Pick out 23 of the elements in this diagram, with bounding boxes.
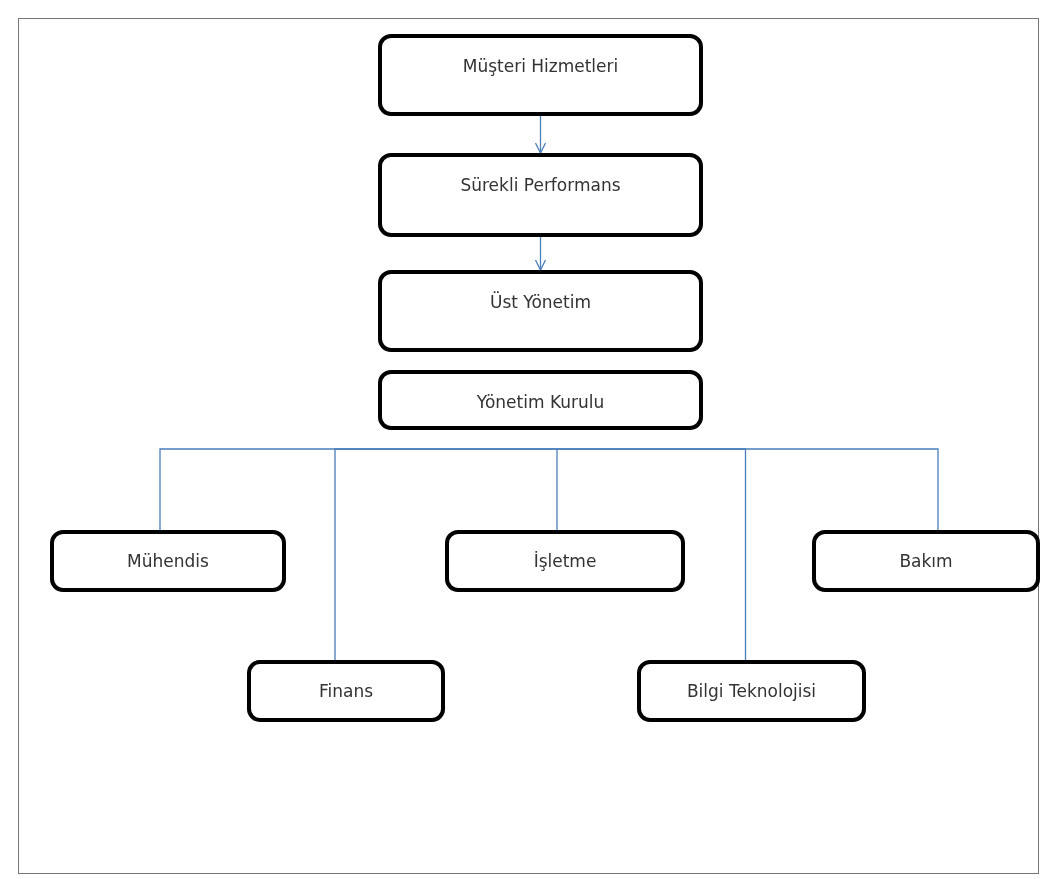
connector <box>534 115 547 154</box>
org-box <box>378 34 703 116</box>
box-label: Bilgi Teknolojisi <box>686 681 817 701</box>
org-box <box>50 530 286 592</box>
org-box <box>378 153 703 237</box>
org-box <box>378 370 703 430</box>
box-label: Yönetim Kurulu <box>476 392 605 412</box>
org-box <box>812 530 1040 592</box>
connector <box>334 448 558 661</box>
connector <box>556 448 558 531</box>
box-label: Bakım <box>899 551 953 571</box>
org-box <box>378 270 703 352</box>
org-box <box>637 660 866 722</box>
connector <box>556 448 939 531</box>
box-label: Mühendis <box>127 551 209 571</box>
box-label: Müşteri Hizmetleri <box>462 56 619 76</box>
box-label: Finans <box>318 681 374 701</box>
org-box <box>247 660 445 722</box>
box-label: İşletme <box>533 551 597 571</box>
box-label: Üst Yönetim <box>489 292 592 312</box>
org-box <box>445 530 685 592</box>
connector <box>534 236 547 271</box>
box-label: Sürekli Performans <box>460 175 621 195</box>
